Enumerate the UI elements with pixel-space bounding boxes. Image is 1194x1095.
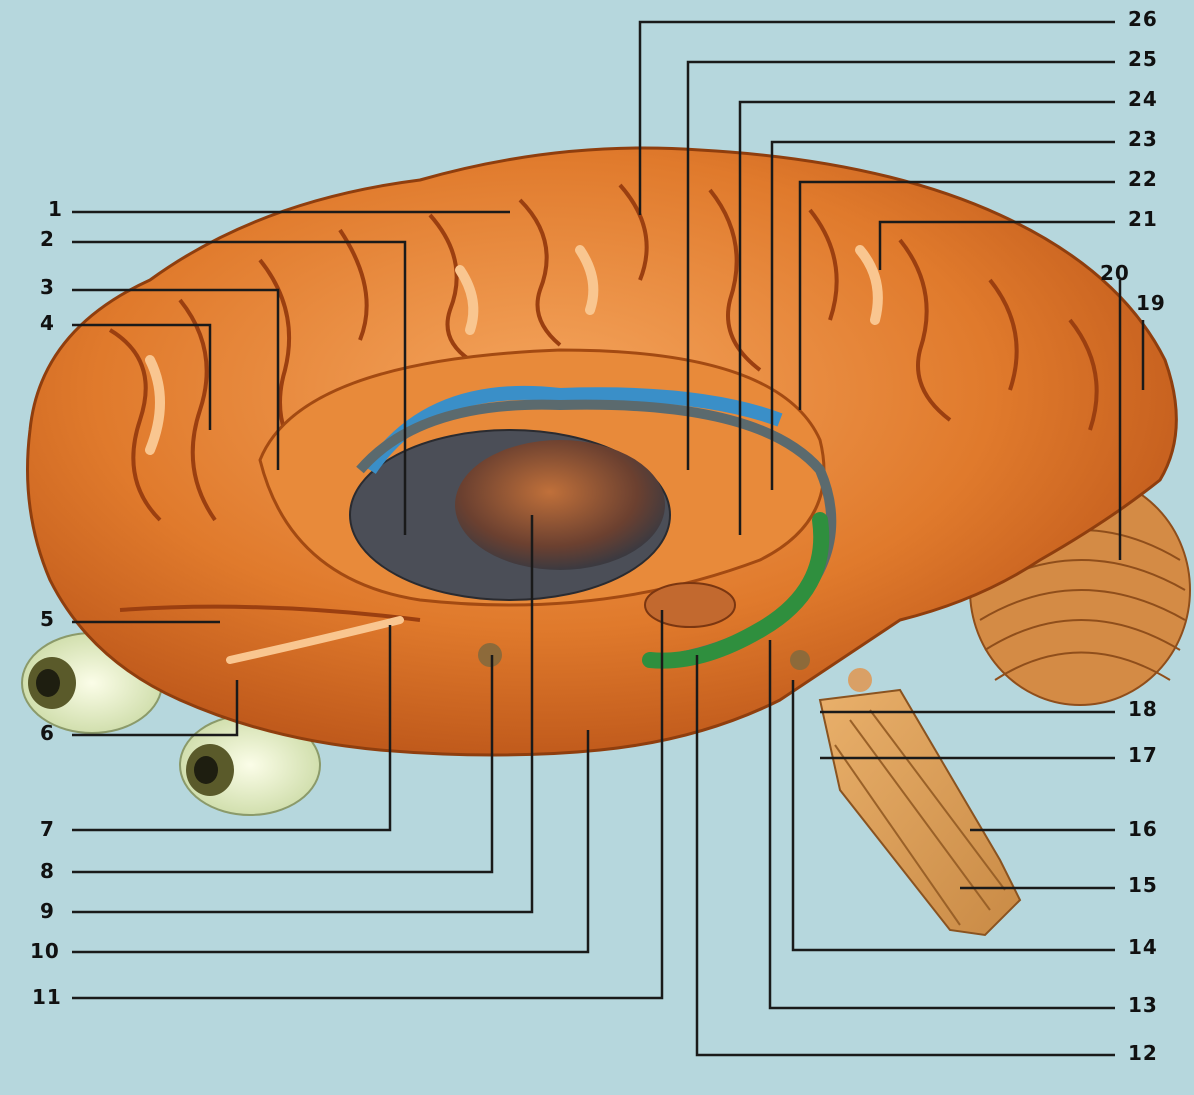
- label-8: 8: [40, 860, 55, 882]
- label-22: 22: [1128, 168, 1158, 190]
- cranial-nerve-root: [790, 650, 810, 670]
- label-4: 4: [40, 312, 55, 334]
- label-7: 7: [40, 818, 55, 840]
- label-23: 23: [1128, 128, 1158, 150]
- label-21: 21: [1128, 208, 1158, 230]
- label-1: 1: [48, 198, 63, 220]
- label-6: 6: [40, 722, 55, 744]
- label-12: 12: [1128, 1042, 1158, 1064]
- label-15: 15: [1128, 874, 1158, 896]
- label-9: 9: [40, 900, 55, 922]
- label-18: 18: [1128, 698, 1158, 720]
- label-2: 2: [40, 228, 55, 250]
- optic-chiasm: [478, 643, 502, 667]
- label-5: 5: [40, 608, 55, 630]
- label-17: 17: [1128, 744, 1158, 766]
- label-19: 19: [1136, 292, 1166, 314]
- label-13: 13: [1128, 994, 1158, 1016]
- amygdala: [645, 583, 735, 627]
- label-10: 10: [30, 940, 60, 962]
- label-25: 25: [1128, 48, 1158, 70]
- label-20: 20: [1100, 262, 1130, 284]
- label-11: 11: [32, 986, 62, 1008]
- brainstem: [820, 690, 1020, 935]
- thalamus: [455, 440, 665, 570]
- label-16: 16: [1128, 818, 1158, 840]
- label-3: 3: [40, 276, 55, 298]
- label-26: 26: [1128, 8, 1158, 30]
- label-14: 14: [1128, 936, 1158, 958]
- pons-nerve: [848, 668, 872, 692]
- label-24: 24: [1128, 88, 1158, 110]
